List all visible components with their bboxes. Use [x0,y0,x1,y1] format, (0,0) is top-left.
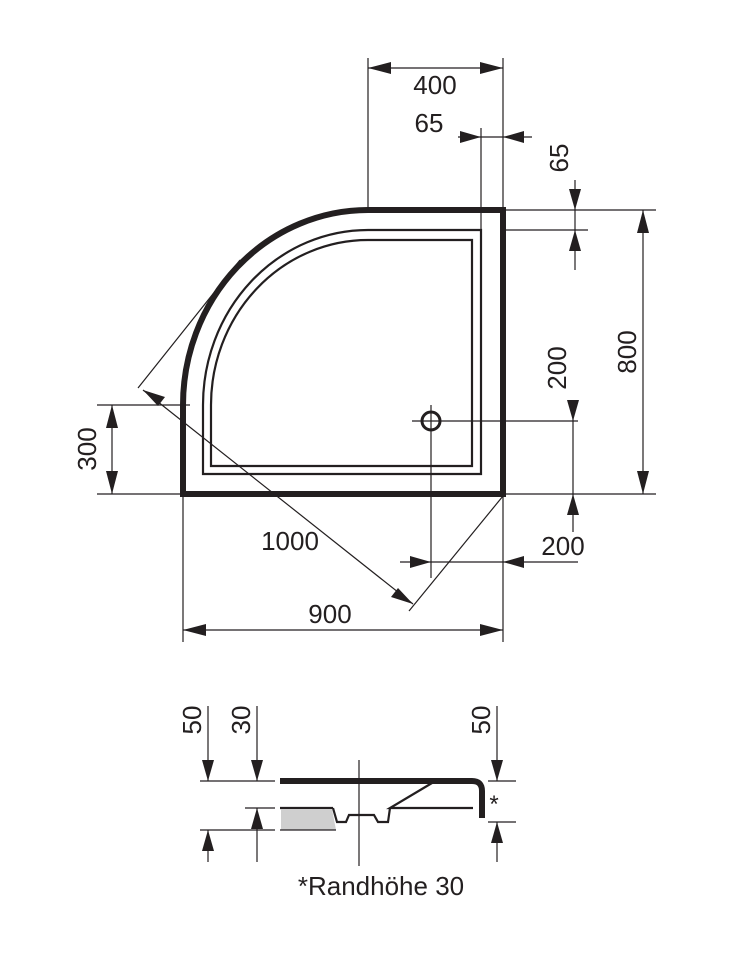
footnote-rim-height: *Randhöhe 30 [298,871,464,901]
rim-height-marker: * [489,791,498,818]
section-dim-50-left: 50 [177,706,207,735]
dim-200-horizontal: 200 [541,531,584,561]
section-profile [280,778,485,818]
dim-1000: 1000 [261,526,319,556]
dim-900: 900 [308,599,351,629]
tray-outline [180,207,506,497]
section-view: 50 30 50 * *Randhöhe 30 [177,706,516,901]
dim-400: 400 [413,70,456,100]
tray-basin-edge [209,238,474,468]
dim-65-side: 65 [544,144,574,173]
plan-view: 400 65 65 800 200 300 1000 [72,58,656,642]
tray-inner-rim [201,228,483,476]
dim-800: 800 [612,330,642,373]
section-dim-30: 30 [226,706,256,735]
dim-200-vertical: 200 [542,346,572,389]
section-dim-50-right: 50 [466,706,496,735]
section-fill [281,809,336,830]
dim-65-top: 65 [415,108,444,138]
dim-300: 300 [72,427,102,470]
